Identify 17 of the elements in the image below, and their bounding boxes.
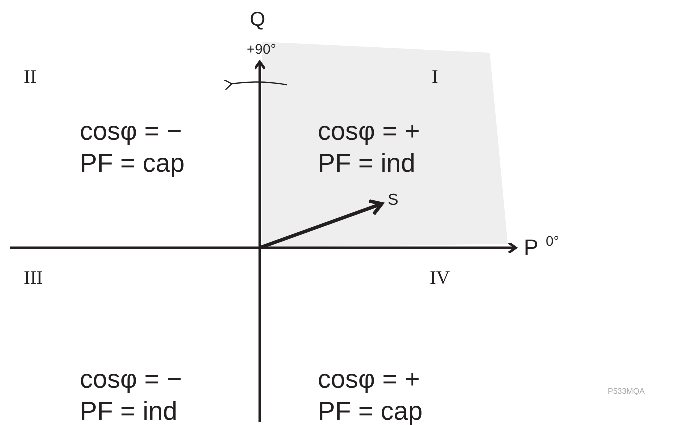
power-factor-label: PF = cap (80, 150, 185, 176)
quadrant-number: III (24, 269, 43, 288)
power-factor-label: PF = ind (80, 398, 178, 424)
power-factor-label: cosφ = − (80, 118, 182, 144)
power-factor-label: PF = ind (318, 150, 416, 176)
angle-label: +90° (247, 42, 276, 56)
axis-label: Q (250, 10, 266, 30)
power-factor-label: cosφ = − (80, 366, 182, 392)
angle-label: 0° (546, 234, 560, 248)
axis-label: P (524, 237, 539, 259)
figure-code: P533MQA (608, 388, 645, 396)
power-factor-label: cosφ = + (318, 366, 420, 392)
quadrant-number: II (24, 68, 37, 87)
quadrant-number: I (432, 68, 438, 87)
vector-label: S (388, 193, 399, 209)
power-factor-label: cosφ = + (318, 118, 420, 144)
quadrant-number: IV (430, 269, 450, 288)
